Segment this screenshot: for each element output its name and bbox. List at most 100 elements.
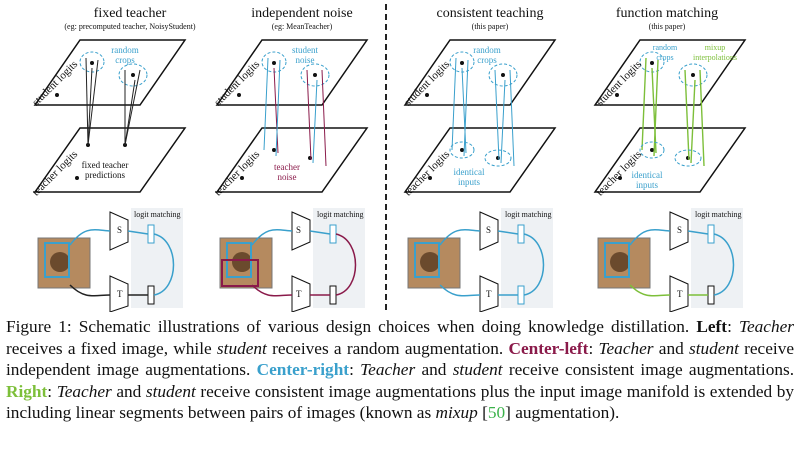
student-path (251, 228, 293, 246)
logit-link (461, 67, 467, 154)
student-logits-box (707, 224, 715, 244)
caption-center-left-label: Center-left (508, 338, 589, 358)
caption-teacher: Teacher (56, 381, 112, 401)
logit-point (618, 176, 622, 180)
caption-text: receives a fixed image, while (6, 338, 217, 358)
logit-matching-label-1: logit matching (134, 210, 181, 219)
teacher-model-label-3: T (486, 289, 492, 299)
logit-link (306, 69, 312, 161)
student-logits-box (517, 224, 525, 244)
logit-link (699, 69, 705, 167)
teacher-logits-box (147, 285, 155, 305)
logit-matching-label-4: logit matching (695, 210, 742, 219)
teacher-model-label-2: T (296, 289, 302, 299)
student-logits-plane (403, 39, 557, 106)
caption-text: and (415, 360, 453, 379)
teacher-model (669, 275, 689, 312)
logit-matching-curve (153, 233, 175, 296)
logit-link (641, 57, 647, 151)
note-fixed-teacher-predictions: fixed teacher predictions (81, 160, 129, 180)
teacher-crop (221, 259, 259, 287)
citation-link[interactable]: 50 (487, 403, 506, 422)
logit-matching-region (501, 208, 553, 308)
teacher-logits-plane (403, 127, 557, 193)
caption-student: student (688, 338, 739, 358)
logit-matching-region (131, 208, 183, 308)
logit-matching-curve (335, 233, 357, 296)
logit-link (263, 57, 269, 151)
panel-title-function-matching: function matching (615, 6, 719, 21)
teacher-logits-plane (215, 127, 369, 193)
logit-point (460, 61, 464, 65)
logit-matching-label-3: logit matching (505, 210, 552, 219)
teacher-model-label-1: T (117, 289, 123, 299)
caption-text: and (653, 338, 689, 358)
caption-text: receive consistent image augmentations. (502, 360, 795, 379)
note-mixup-interpolations: mixup interpolations (693, 43, 737, 62)
logit-link (312, 79, 318, 164)
caption-text: : (727, 317, 739, 336)
caption-prefix: Figure 1: Schematic illustrations of var… (6, 317, 697, 336)
teacher-logits-box (707, 285, 715, 305)
logit-point (55, 93, 59, 97)
panel-subtitle-function-matching: (this paper) (648, 22, 686, 31)
logit-link (87, 59, 99, 146)
caption-teacher: Teacher (598, 338, 654, 358)
logit-point (460, 148, 464, 152)
logit-point (691, 73, 695, 77)
student-model-label-1: S (117, 225, 123, 235)
logit-matching-region (691, 208, 743, 308)
cat-head (50, 252, 70, 272)
note-identical-inputs-3: identical inputs (453, 167, 485, 187)
note-teacher-noise: teacher noise (274, 162, 300, 182)
student-model-label-4: S (677, 225, 683, 235)
logit-link (87, 67, 93, 146)
student-output-link (497, 230, 519, 235)
logit-link (85, 57, 89, 146)
caption-teacher: Teacher (360, 360, 416, 379)
student-output-link (687, 230, 709, 235)
student-logits-box (147, 224, 155, 244)
teacher-logits-box (329, 285, 337, 305)
caption-student: student (216, 338, 267, 358)
student-output-link (127, 230, 149, 235)
figure-1: fixed teacher (eg: precomputed teacher, … (30, 4, 747, 312)
student-logits-box (329, 224, 337, 244)
logit-link (275, 59, 281, 157)
teacher-logits-plane (33, 127, 187, 193)
logit-link (509, 69, 515, 167)
student-model (669, 211, 689, 251)
student-logits-plane (215, 39, 369, 106)
caption-student: student (452, 360, 503, 379)
teacher-model (291, 275, 311, 312)
caption-right-label: Right (6, 381, 48, 401)
cat-head (420, 252, 440, 272)
panel-title-consistent-teaching: consistent teaching (436, 6, 544, 21)
note-random-crops-3: random crops (473, 45, 501, 65)
caption-center-right-label: Center-right (256, 360, 350, 379)
caption-teacher: Teacher (738, 317, 795, 336)
panel-subtitle-independent-noise: (eg: MeanTeacher) (271, 22, 333, 31)
caption-student: student (145, 381, 196, 401)
logit-matching-curve (713, 233, 735, 296)
logit-point (650, 61, 654, 65)
logit-matching-region (313, 208, 365, 308)
student-model-label-3: S (486, 225, 492, 235)
identical-input-cluster (639, 141, 665, 159)
logit-link (321, 69, 327, 167)
caption-left-label: Left (696, 317, 728, 336)
identical-input-cluster (484, 149, 512, 167)
logit-point (240, 176, 244, 180)
student-path (629, 228, 671, 246)
student-crop (44, 242, 70, 278)
student-path (439, 228, 481, 246)
logit-link (463, 59, 469, 157)
panel-divider (385, 4, 387, 310)
caption-text: receive consistent image augmentations p… (6, 381, 795, 423)
caption-text: : (47, 381, 57, 401)
figure-caption: Figure 1: Schematic illustrations of var… (6, 316, 794, 424)
teacher-path (629, 284, 671, 297)
panel-subtitle-fixed-teacher: (eg: precomputed teacher, NoisyStudent) (64, 22, 196, 31)
teacher-logits-box (517, 285, 525, 305)
student-logits-plane (593, 39, 747, 106)
